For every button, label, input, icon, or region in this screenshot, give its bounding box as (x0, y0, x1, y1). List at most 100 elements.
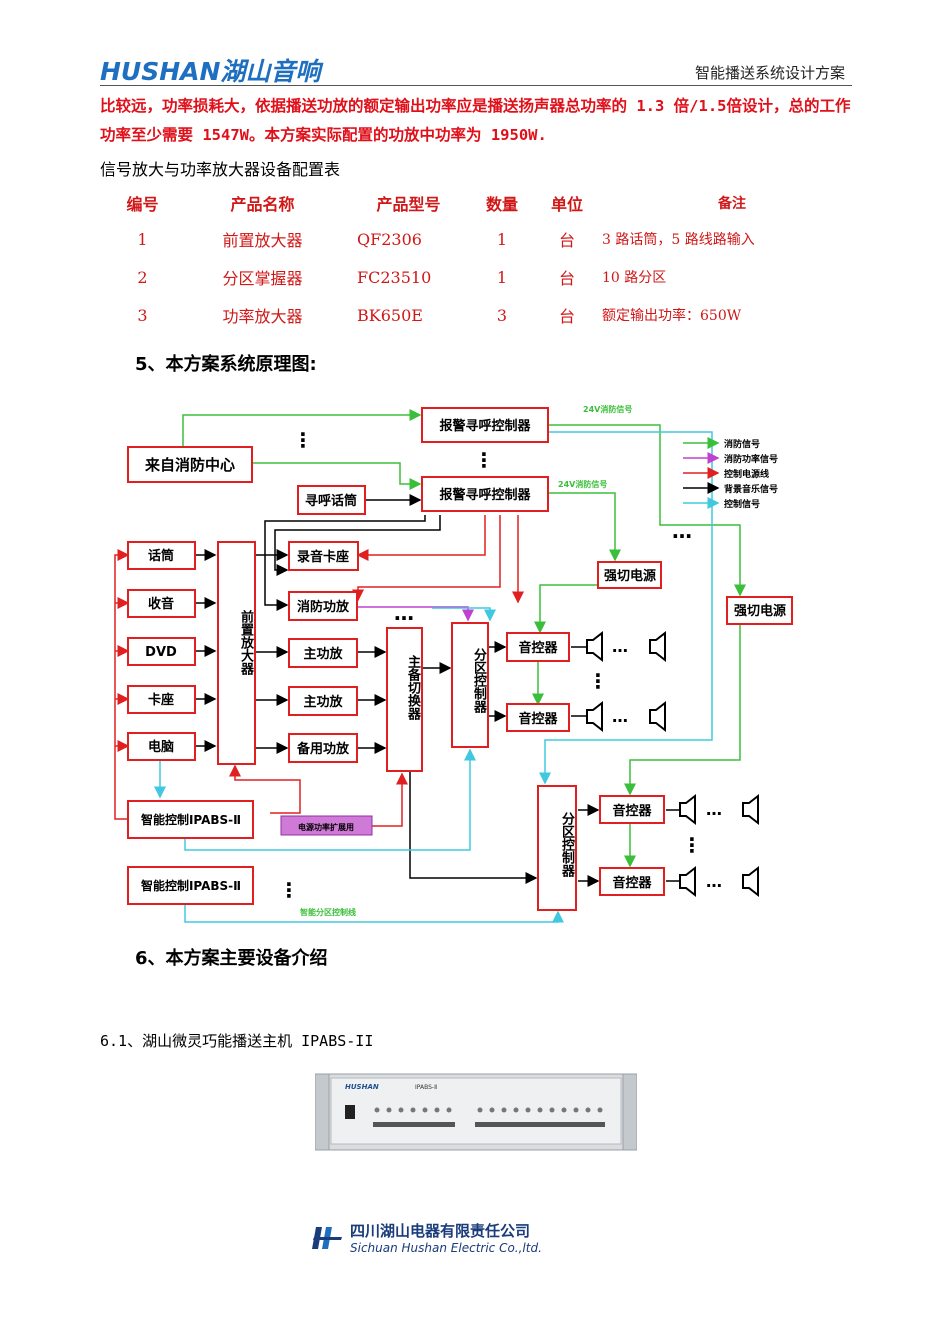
table-cell: 3 (137, 305, 148, 325)
signal-24v-label: 24V消防信号 (583, 404, 632, 414)
fire-center-box (127, 446, 253, 483)
zone-controller-2 (537, 785, 577, 911)
logo-text: HUSHAN湖山音响 (100, 57, 321, 86)
alarm1-label: 报警寻呼控制器 (439, 418, 531, 434)
column-header: 产品名称 (230, 195, 295, 214)
alarm-controller-1 (421, 407, 549, 443)
svg-text:⋮: ⋮ (293, 428, 313, 452)
table-cell: 3 路话筒，5 路线路输入 (602, 232, 755, 248)
speaker-icon (742, 793, 759, 826)
vol2-label: 音控器 (518, 711, 558, 727)
preamp-box (217, 541, 256, 765)
ipabs-box-1 (127, 800, 254, 839)
pc-label: 电脑 (148, 739, 174, 755)
svg-text:…: … (612, 637, 628, 656)
zone-control-line-label: 智能分区控制线 (300, 907, 356, 917)
svg-text:⋮: ⋮ (474, 448, 494, 472)
column-header: 编号 (126, 195, 159, 214)
vol4-label: 音控器 (612, 875, 652, 891)
dvd-label: DVD (145, 645, 177, 660)
speaker-icon (742, 865, 759, 898)
recorder-box (288, 541, 359, 571)
svg-text:⋮: ⋮ (682, 833, 702, 857)
table-cell: QF2306 (357, 229, 422, 249)
table-cell: 3 (496, 305, 508, 325)
table-cell: 台 (558, 231, 575, 250)
svg-text:…: … (394, 601, 414, 625)
backup-amp-box (288, 733, 358, 763)
recorder-label: 录音卡座 (297, 549, 349, 565)
volume-control-box (599, 867, 665, 896)
main-amp2-label: 主功放 (303, 694, 343, 710)
ellipsis-dots: ⋮ ⋮ … … ⋮ ⋮ ⋮ (279, 428, 702, 902)
legend-label: 消防功率信号 (724, 453, 778, 465)
dvd-box (127, 637, 196, 666)
system-diagram: 来自消防中心 报警寻呼控制器 报警寻呼控制器 寻呼话筒 话筒 收音 DVD 卡座… (114, 404, 793, 923)
alarm2-label: 报警寻呼控制器 (439, 487, 531, 503)
main-amp1-label: 主功放 (303, 646, 343, 662)
ipabs1-label: 智能控制IPABS-Ⅱ (140, 812, 241, 827)
section5-heading: 5、本方案系统原理图: (135, 354, 317, 375)
speaker-icon (586, 630, 603, 663)
speaker-icon (649, 700, 666, 733)
power-cut-2 (726, 596, 793, 625)
footer-logo: 四川湖山电器有限责任公司 Sichuan Hushan Electric Co.… (312, 1220, 542, 1255)
svg-text:…: … (672, 519, 692, 543)
fire-signal-lines (182, 409, 746, 868)
radio-box (127, 589, 196, 618)
switcher-label: 主备切换器 (405, 655, 420, 720)
power2-label: 强切电源 (734, 603, 786, 619)
column-header: 备注 (718, 196, 746, 212)
power-ext-label: 电源功率扩展用 (298, 822, 354, 832)
intro-paragraph: 比较远，功率损耗大，依据播送功放的额定输出功率应是播送扬声器总功率的 1.3 倍… (100, 97, 851, 144)
music-signal-lines (195, 494, 600, 887)
header-divider (100, 85, 852, 86)
svg-text:⋮: ⋮ (588, 669, 608, 693)
switcher-box (386, 627, 423, 772)
svg-text:…: … (706, 872, 722, 891)
paging-mic-label: 寻呼话筒 (305, 493, 357, 509)
volume-control-box (599, 795, 665, 824)
speaker-icon (586, 700, 603, 733)
deck-box (127, 685, 196, 714)
table-cell: 1 (137, 229, 148, 249)
column-header: 产品型号 (376, 195, 441, 214)
table-header-row: 编号 产品名称 产品型号 数量 单位 备注 (105, 186, 862, 220)
power-extension-box (280, 815, 373, 836)
table-cell: 台 (558, 269, 575, 288)
speaker-icon (649, 630, 666, 663)
table-cell: BK650E (357, 305, 423, 325)
mic-label: 话筒 (148, 548, 174, 564)
legend-label: 消防信号 (724, 438, 760, 450)
svg-text:⋮: ⋮ (279, 878, 299, 902)
pc-box (127, 732, 196, 761)
control-signal-lines (154, 431, 713, 923)
fire-power-line (357, 606, 474, 622)
volume-control-box (506, 632, 570, 662)
legend-label: 控制信号 (724, 498, 760, 510)
radio-label: 收音 (148, 596, 174, 612)
device-brand: HUSHAN (345, 1083, 379, 1091)
power-cut-1 (597, 561, 662, 589)
paging-mic-box (297, 485, 366, 515)
svg-text:…: … (612, 707, 628, 726)
table-cell: 2 (137, 267, 148, 287)
table-cell: 10 路分区 (602, 270, 667, 286)
volume-control-box (506, 703, 570, 732)
fire-amp-box (288, 591, 358, 621)
footer-company-en: Sichuan Hushan Electric Co.,ltd. (350, 1241, 542, 1255)
deck-label: 卡座 (148, 692, 174, 708)
backup-amp-label: 备用功放 (296, 741, 350, 757)
preamp-label: 前置放大器 (238, 610, 253, 675)
ipabs-box-2 (127, 866, 254, 905)
speaker-icon (679, 865, 696, 898)
company-logo: HUSHAN湖山音响 (100, 52, 320, 88)
device-model: IPABS-Ⅱ (415, 1084, 437, 1091)
table-cell: 前置放大器 (222, 231, 303, 250)
alarm-controller-2 (421, 476, 549, 512)
document-title: 智能播送系统设计方案 (694, 64, 845, 82)
speaker-icon (679, 793, 696, 826)
table-row: 2 分区掌握器 FC23510 1 台 10 路分区 (105, 258, 862, 296)
table-cell: 1 (496, 229, 508, 249)
config-table: 编号 产品名称 产品型号 数量 单位 备注 1 前置放大器 QF2306 1 台… (105, 186, 862, 334)
